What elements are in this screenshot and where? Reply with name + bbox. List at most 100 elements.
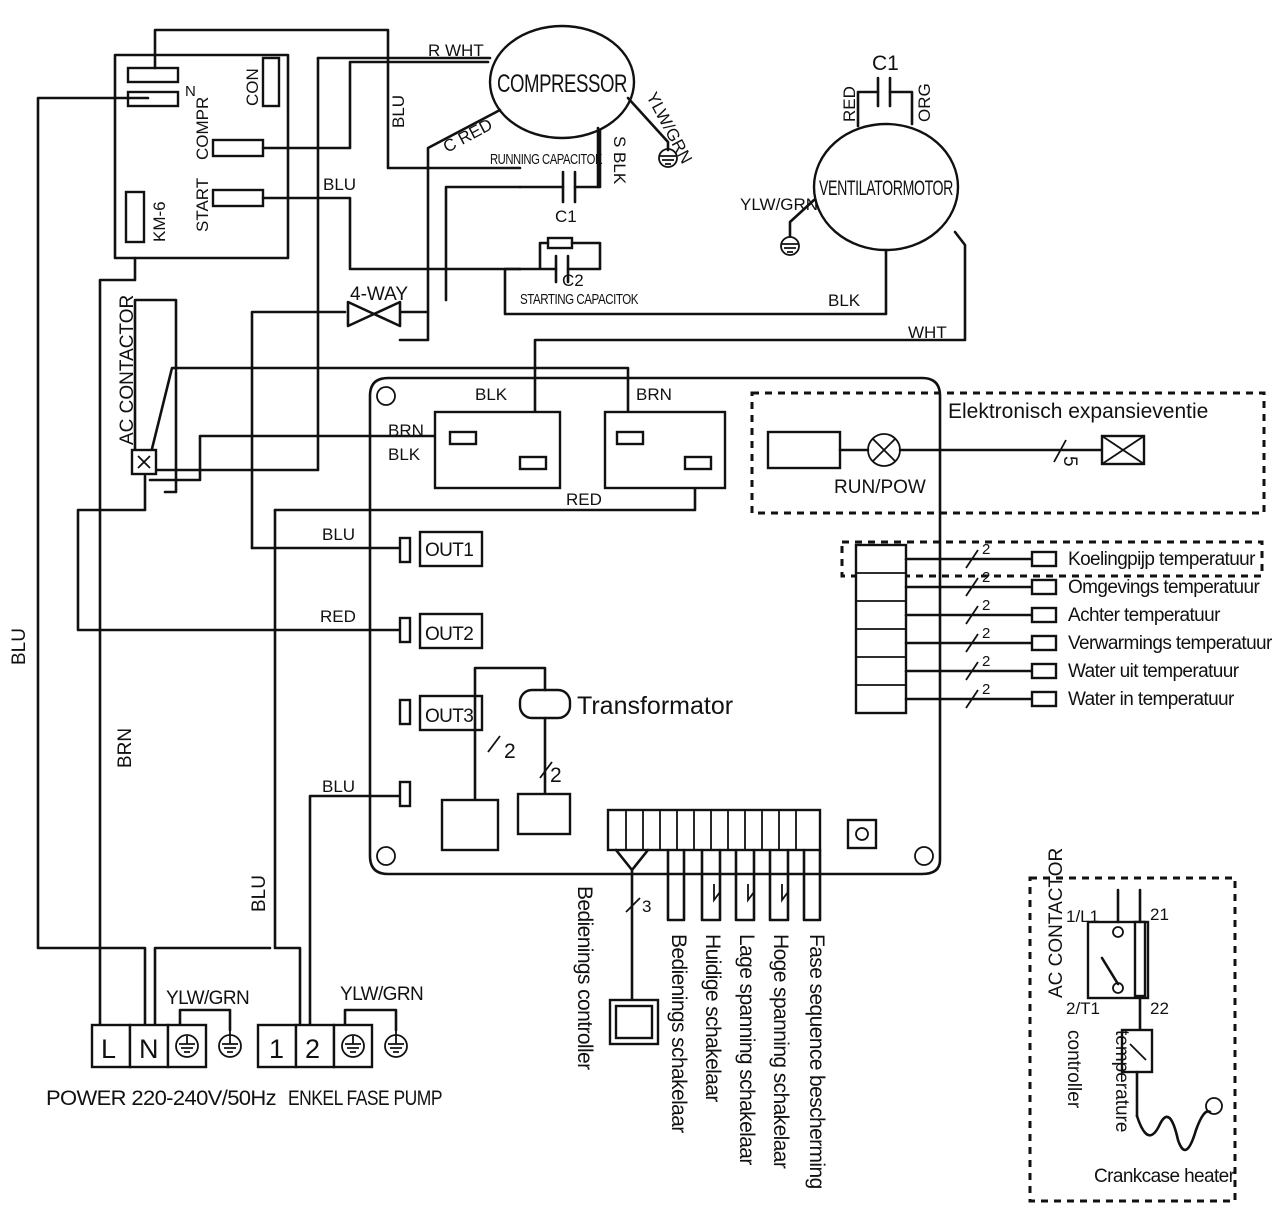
sensor-probe-icon <box>1030 550 1058 568</box>
out2-label: OUT2 <box>425 624 473 645</box>
ac-contactor <box>130 448 158 476</box>
con-label: CON <box>243 68 262 106</box>
main-pcb <box>368 376 942 876</box>
ylw-grn-pump-label: YLW/GRN <box>340 984 423 1005</box>
running-capacitor <box>518 128 602 204</box>
blu-lower-label: BLU <box>249 875 270 912</box>
km6-terminal <box>124 190 146 244</box>
con-terminal <box>261 56 281 108</box>
km6-label: KM-6 <box>150 201 169 242</box>
c2-label: C2 <box>562 271 584 290</box>
ventilator-motor-label: VENTILATORMOTOR <box>819 177 953 200</box>
expansion-valve-label: Elektronisch expansieventie <box>948 400 1208 423</box>
c1-label: C1 <box>555 207 577 226</box>
brn-left-label: BRN <box>388 421 424 440</box>
sensor-probe-icon <box>1030 606 1058 624</box>
blk-fan-label: BLK <box>828 291 861 310</box>
ground-terminal-icon <box>341 1034 365 1058</box>
sensor-wires <box>904 549 1034 709</box>
mount-hole <box>914 846 934 866</box>
org-fan-label: ORG <box>915 83 934 122</box>
relay-terminal-1 <box>126 66 180 84</box>
ground-icon <box>626 96 678 168</box>
power-terminals <box>90 1023 242 1069</box>
blu-out1-label: BLU <box>322 525 355 544</box>
n-label: N <box>185 83 196 100</box>
l1-label: 1/L1 <box>1066 907 1099 926</box>
t1-label: 2/T1 <box>1066 999 1100 1018</box>
sensor-label: Verwarmings temperatuur <box>1068 633 1273 654</box>
trafo-wire-count-b: 2 <box>550 764 562 787</box>
sensor-wire-count: 2 <box>982 681 990 698</box>
ground-terminal-icon <box>175 1034 199 1058</box>
terminal-1: 1 <box>269 1034 284 1064</box>
bottom-label: Fase sequence bescherming <box>805 934 828 1189</box>
terminal-l: L <box>101 1034 116 1064</box>
bottom-label: Bedienings schakelaar <box>667 934 690 1133</box>
sensor-wire-count: 2 <box>982 597 990 614</box>
sensor-label: Water uit temperatuur <box>1068 661 1240 682</box>
brn-board-label: BRN <box>636 385 672 404</box>
sensor-wire-count: 2 <box>982 569 990 586</box>
ylw-grn-fan-label: YLW/GRN <box>740 195 818 214</box>
sensor-label: Omgevings temperatuur <box>1068 577 1260 598</box>
controller-wire-count: 3 <box>642 897 651 916</box>
sensor-label: Koelingpijp temperatuur <box>1068 549 1256 570</box>
pump-terminals <box>256 1023 408 1069</box>
transformer-label: Transformator <box>577 692 733 720</box>
starting-capacitor-label: STARTING CAPACITOK <box>520 291 638 308</box>
bottom-label: Hoge spanning schakelaar <box>769 934 792 1169</box>
bottom-labels: Bedienings controller Bedienings schakela… <box>573 886 828 1189</box>
fan-ground-icon <box>780 198 816 256</box>
sensor-probe-icon <box>1030 662 1058 680</box>
four-way-label: 4-WAY <box>350 284 408 305</box>
four-way-valve <box>346 300 402 328</box>
run-pow-label: RUN/POW <box>834 477 926 498</box>
out3-label: OUT3 <box>425 706 473 727</box>
blu-comp-label: BLU <box>389 95 408 128</box>
s-blk-label: S BLK <box>610 136 629 185</box>
expansion-valve-icon <box>1100 434 1146 466</box>
sensor-label: Achter temperatuur <box>1068 605 1221 626</box>
sensor-wire-count: 2 <box>982 541 990 558</box>
compr-label: COMPR <box>193 97 212 160</box>
start-label: START <box>193 178 212 232</box>
n21-label: 21 <box>1150 905 1169 924</box>
relay-box: N CON COMPR START KM-6 <box>113 53 290 260</box>
temperature-label: temperature <box>1111 1030 1132 1132</box>
bottom-control-wires <box>608 848 822 1046</box>
ventilator-motor: VENTILATORMOTOR <box>812 122 960 252</box>
sensor-connector <box>854 543 908 715</box>
mount-hole <box>376 386 396 406</box>
ylw-grn-power-label: YLW/GRN <box>166 988 249 1009</box>
running-capacitor-label: RUNNING CAPACITOK <box>490 151 602 168</box>
red-mid-label: RED <box>566 490 602 509</box>
fan-capacitor <box>856 76 914 128</box>
controller-label: controller <box>1063 1030 1084 1109</box>
expansion-valve-group <box>750 391 1266 515</box>
trafo-wire-count-a: 2 <box>504 740 516 763</box>
crankcase-group <box>1028 876 1237 1203</box>
blu-far-left-label: BLU <box>9 628 30 665</box>
ac-contactor-label: AC CONTACTOR <box>117 295 138 445</box>
terminal-2: 2 <box>305 1034 320 1064</box>
compr-terminal <box>211 138 265 158</box>
bottom-label: Bedienings controller <box>573 886 596 1070</box>
sensor-probe-icon <box>1030 634 1058 652</box>
n22-label: 22 <box>1150 999 1169 1018</box>
eev-wire-count: 5 <box>1059 456 1080 467</box>
crankcase-contactor-label: AC CONTACTOR <box>1046 848 1067 998</box>
sensor-probe-icon <box>1030 690 1058 708</box>
blu-pump-label: BLU <box>322 777 355 796</box>
red-fan-label: RED <box>840 86 859 122</box>
power-label: POWER 220-240V/50Hz <box>46 1087 276 1110</box>
crankcase-heater-label: Crankcase heater <box>1094 1166 1236 1187</box>
c-red-label: C RED <box>440 115 496 157</box>
crankcase-contactor <box>1086 888 1223 1152</box>
compressor-label: COMPRESSOR <box>497 70 627 98</box>
out1-label: OUT1 <box>425 540 473 561</box>
r-wht-label: R WHT <box>428 41 484 60</box>
